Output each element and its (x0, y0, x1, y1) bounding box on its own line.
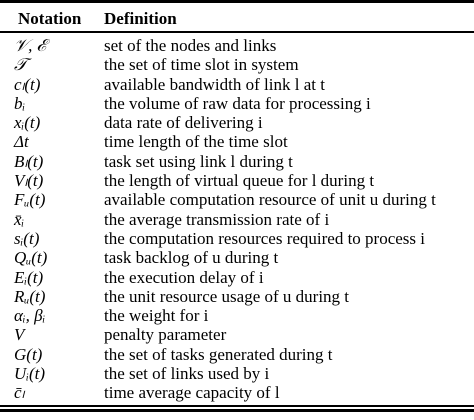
definition-cell: the set of time slot in system (104, 55, 299, 75)
table-row: Δt time length of the time slot (0, 132, 474, 151)
definition-cell: time length of the time slot (104, 132, 288, 152)
notation-cell: V (14, 325, 25, 345)
definition-cell: the set of links used by i (104, 364, 270, 384)
table-row: cₗ(t) available bandwidth of link l at t (0, 75, 474, 94)
table-row: bᵢ the volume of raw data for processing … (0, 94, 474, 113)
notation-cell: xᵢ(t) (14, 113, 41, 133)
table-row: Bₗ(t) task set using link l during t (0, 152, 474, 171)
notation-cell: G(t) (14, 344, 43, 364)
definition-cell: the average transmission rate of i (104, 209, 330, 229)
table-row: 𝒱, ℰ set of the nodes and links (0, 36, 474, 55)
notation-cell: c̄ₗ (14, 383, 25, 403)
table-row: Uᵢ(t) the set of links used by i (0, 364, 474, 383)
definition-cell: set of the nodes and links (104, 36, 277, 55)
definition-cell: task backlog of u during t (104, 248, 279, 268)
notation-cell: Uᵢ(t) (14, 364, 46, 384)
notation-cell: Rᵤ(t) (14, 286, 46, 306)
table-top-rule (0, 0, 474, 3)
table-header: Notation Definition (0, 9, 474, 29)
notation-cell: bᵢ (14, 93, 26, 113)
table-row: xᵢ(t) data rate of delivering i (0, 113, 474, 132)
definition-cell: the weight for i (104, 306, 209, 326)
header-notation: Notation (18, 9, 82, 28)
table-row: Qᵤ(t) task backlog of u during t (0, 248, 474, 267)
definition-cell: task set using link l during t (104, 151, 293, 171)
table-row: x̄ᵢ the average transmission rate of i (0, 210, 474, 229)
notation-cell: 𝒯 (14, 55, 28, 75)
table-row: c̄ₗ time average capacity of l (0, 383, 474, 402)
definition-cell: the execution delay of i (104, 267, 264, 287)
notation-cell: sᵢ(t) (14, 228, 40, 248)
definition-cell: data rate of delivering i (104, 113, 263, 133)
definition-cell: penalty parameter (104, 325, 227, 345)
definition-cell: the volume of raw data for processing i (104, 93, 371, 113)
table-bottom-rule (0, 405, 474, 407)
header-definition: Definition (104, 9, 177, 28)
table-row: Eᵢ(t) the execution delay of i (0, 268, 474, 287)
definition-cell: the computation resources required to pr… (104, 228, 426, 248)
notation-cell: Fᵤ(t) (14, 190, 46, 210)
table-row: Vₗ(t) the length of virtual queue for l d… (0, 171, 474, 190)
definition-cell: the length of virtual queue for l during… (104, 171, 375, 191)
notation-cell: Eᵢ(t) (14, 267, 44, 287)
notation-cell: Bₗ(t) (14, 151, 44, 171)
table-row: sᵢ(t) the computation resources required … (0, 229, 474, 248)
table-bottom-rule-outer (0, 409, 474, 412)
definition-cell: the set of tasks generated during t (104, 344, 333, 364)
definition-cell: the unit resource usage of u during t (104, 286, 350, 306)
table-header-rule (0, 31, 474, 33)
notation-cell: x̄ᵢ (14, 209, 25, 229)
notation-cell: αᵢ, βᵢ (14, 306, 46, 326)
table-row: Fᵤ(t) available computation resource of u… (0, 190, 474, 209)
definition-cell: time average capacity of l (104, 383, 280, 403)
notation-cell: cₗ(t) (14, 74, 41, 94)
table-row: Rᵤ(t) the unit resource usage of u during… (0, 287, 474, 306)
table-row: G(t) the set of tasks generated during t (0, 345, 474, 364)
notation-cell: Δt (14, 132, 29, 152)
table-row: αᵢ, βᵢ the weight for i (0, 306, 474, 325)
notation-cell: Qᵤ(t) (14, 248, 48, 268)
definition-cell: available bandwidth of link l at t (104, 74, 325, 94)
definition-cell: available computation resource of unit u… (104, 190, 436, 210)
notation-cell: Vₗ(t) (14, 171, 44, 191)
notation-cell: 𝒱, ℰ (14, 36, 47, 55)
